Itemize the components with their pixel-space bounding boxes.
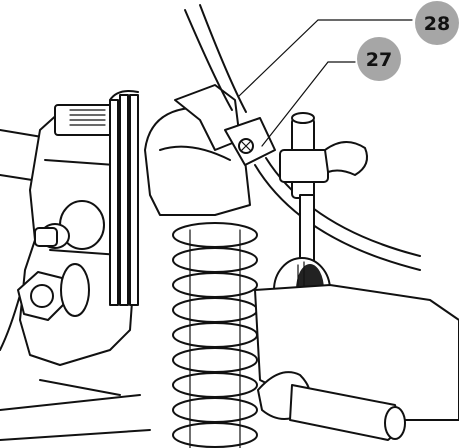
callout-27-circle — [357, 37, 401, 81]
hex-nut — [17, 263, 90, 321]
leader-line-27 — [261, 61, 356, 147]
callout-27-label: 27 — [366, 49, 392, 71]
blade-head — [144, 84, 251, 216]
callout-28: 28 — [415, 1, 459, 45]
clamp-bracket — [224, 117, 276, 166]
vertical-rods — [109, 90, 139, 306]
leader-lines — [237, 19, 413, 147]
callout-28-label: 28 — [424, 13, 450, 35]
hose — [184, 4, 421, 271]
base — [0, 284, 459, 441]
vent-grille — [69, 109, 106, 126]
leader-line-28 — [237, 19, 413, 98]
callout-28-circle — [415, 1, 459, 45]
spring — [172, 222, 258, 448]
callout-27: 27 — [357, 37, 401, 81]
motor-knob — [34, 200, 105, 250]
